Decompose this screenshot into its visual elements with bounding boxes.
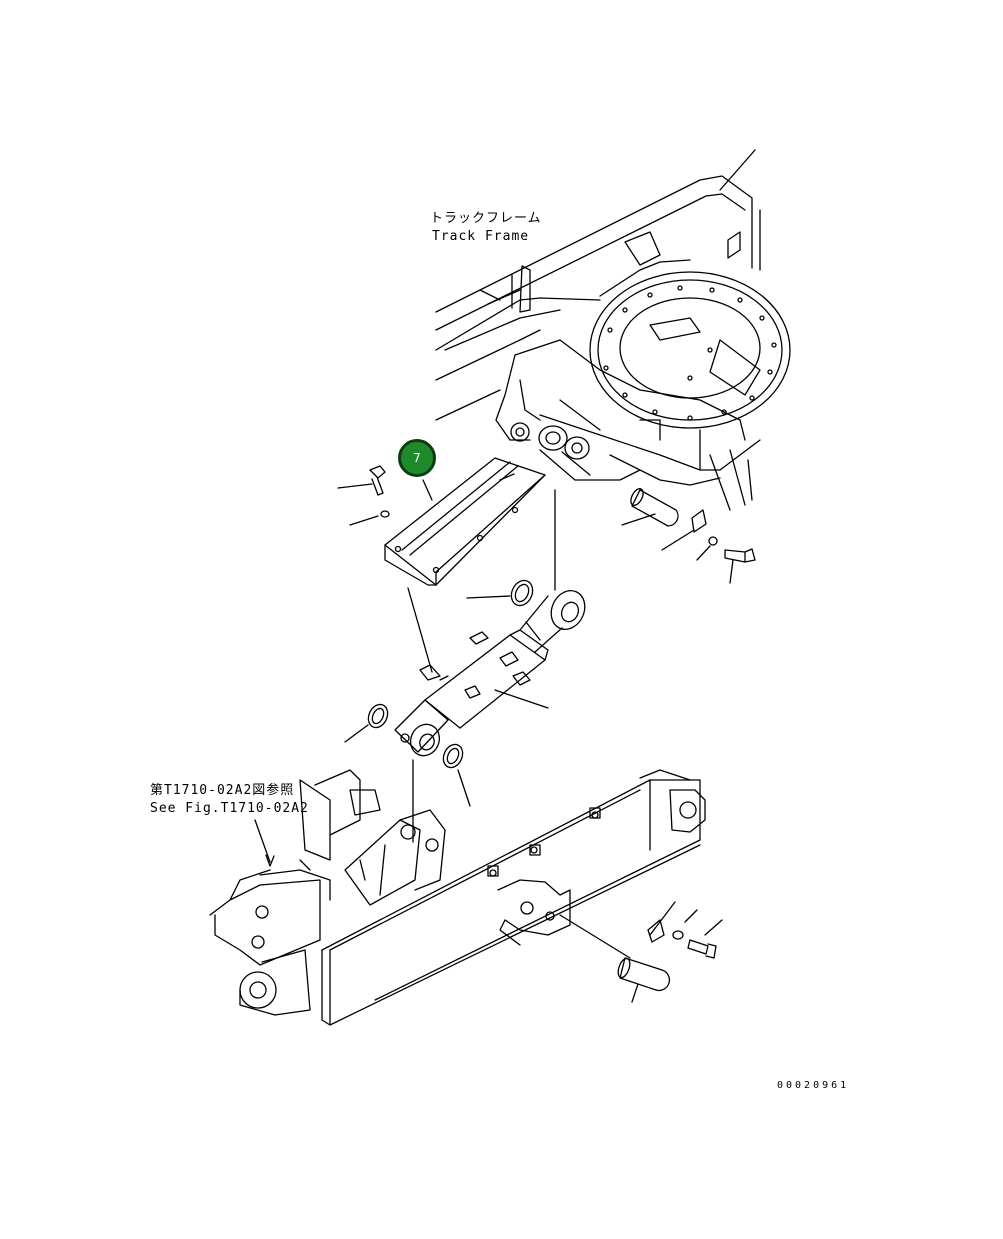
washer-plate (380, 510, 390, 518)
cover-plate (384, 457, 546, 586)
cylinder (394, 590, 586, 757)
ring-upper (510, 579, 534, 607)
drawing-number: 00020961 (777, 1080, 850, 1091)
track-frame-label-en: Track Frame (432, 229, 530, 244)
washer-lower (672, 930, 684, 940)
washer-upper (708, 536, 718, 546)
see-fig-leader (254, 819, 271, 863)
plate-lower (647, 919, 665, 943)
part-callout-7[interactable]: 7 (398, 439, 436, 477)
lower-frame (209, 769, 706, 1026)
plate-upper (691, 509, 707, 533)
see-fig-label-jp: 第T1710-02A2図参照 (150, 783, 295, 798)
bolt-upper (724, 548, 756, 584)
pin-upper (621, 488, 679, 527)
ring-left (367, 703, 389, 729)
bolt-plate (337, 465, 386, 496)
track-frame-label-jp: トラックフレーム (430, 211, 542, 226)
ring-right (442, 743, 464, 769)
callout-leader (422, 479, 433, 501)
pin-lower (559, 914, 671, 1003)
track-frame (435, 149, 791, 511)
see-fig-label-en: See Fig.T1710-02A2 (150, 801, 309, 816)
bolt-lower (687, 919, 723, 959)
